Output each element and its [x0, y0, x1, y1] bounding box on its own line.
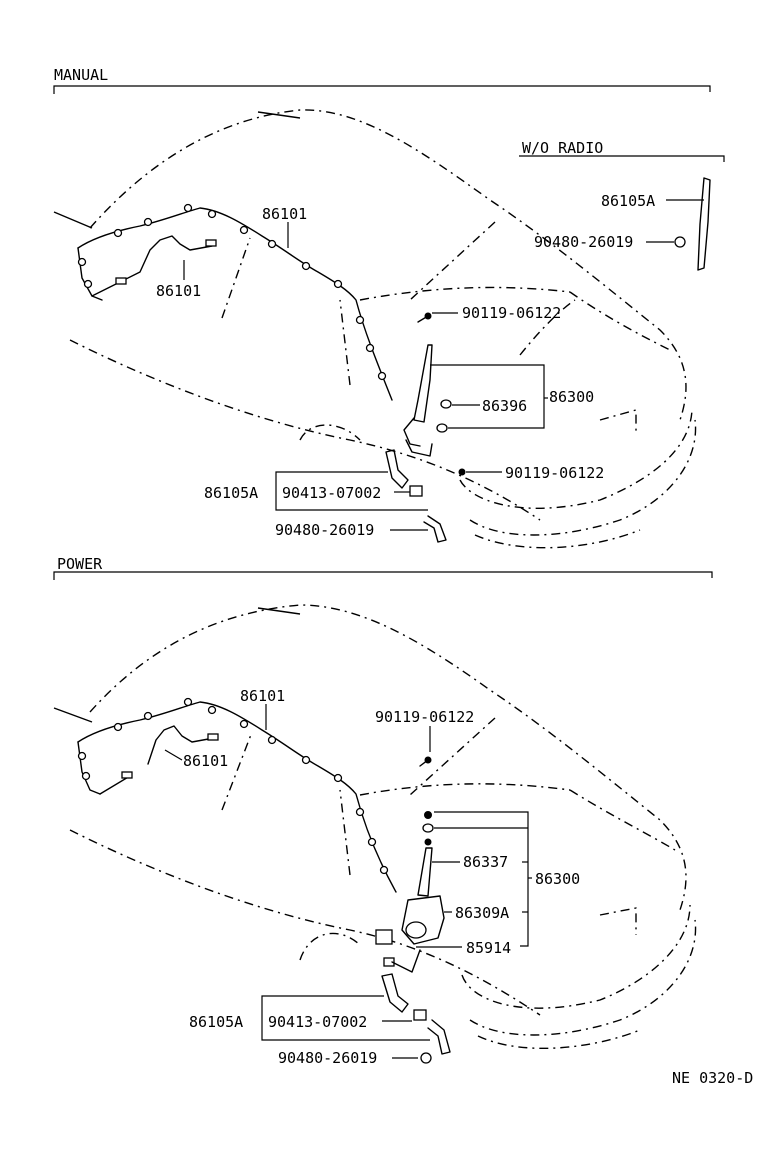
- labels-wo-radio: 86105A 90480-26019: [534, 192, 704, 251]
- section-title-wo-radio: W/O RADIO: [522, 139, 603, 157]
- label-plug-power: 90480-26019: [278, 1049, 377, 1067]
- car-outline-manual: [53, 109, 697, 549]
- label-motor-power: 86309A: [455, 904, 509, 922]
- label-bolt-power: 90119-06122: [375, 708, 474, 726]
- label-86101-top-power: 86101: [240, 687, 285, 705]
- figure-code: NE 0320-D: [672, 1069, 753, 1087]
- label-antenna-assy-manual: 86300: [549, 388, 594, 406]
- labels-manual: 86101 86101 90119-06122 86396 86300 9011…: [156, 205, 604, 539]
- label-nut-manual: 86396: [482, 397, 527, 415]
- label-bolt-upper-manual: 90119-06122: [462, 304, 561, 322]
- section-title-manual: MANUAL: [54, 66, 108, 84]
- antenna-mast-manual: [385, 312, 466, 543]
- label-cord-manual: 86105A: [204, 484, 258, 502]
- label-86101-top-manual: 86101: [262, 205, 307, 223]
- wo-radio-cord: [674, 177, 711, 271]
- glass-antenna-wire-power: [77, 697, 397, 893]
- label-cord-power: 86105A: [189, 1013, 243, 1031]
- power-antenna-assembly: [375, 756, 451, 1055]
- section-title-power: POWER: [57, 555, 103, 573]
- label-cord-wo-radio: 86105A: [601, 192, 655, 210]
- label-bolt-lower-manual: 90119-06122: [505, 464, 604, 482]
- label-antenna-assy-power: 86300: [535, 870, 580, 888]
- label-connector-power: 90413-07002: [268, 1013, 367, 1031]
- label-mast-power: 86337: [463, 853, 508, 871]
- label-plug-wo-radio: 90480-26019: [534, 233, 633, 251]
- car-outline-power: [53, 604, 697, 1050]
- label-86101-inner-power: 86101: [183, 752, 228, 770]
- section-bracket-manual: [53, 85, 711, 94]
- label-plug-manual: 90480-26019: [275, 521, 374, 539]
- section-bracket-power: [53, 571, 713, 580]
- labels-power: 86101 86101 90119-06122 86337 86309A 859…: [164, 687, 580, 1067]
- glass-antenna-wire-manual: [77, 203, 393, 401]
- label-relay-power: 85914: [466, 939, 511, 957]
- label-connector-manual: 90413-07002: [282, 484, 381, 502]
- section-bracket-wo-radio: [519, 155, 725, 162]
- label-86101-inner-manual: 86101: [156, 282, 201, 300]
